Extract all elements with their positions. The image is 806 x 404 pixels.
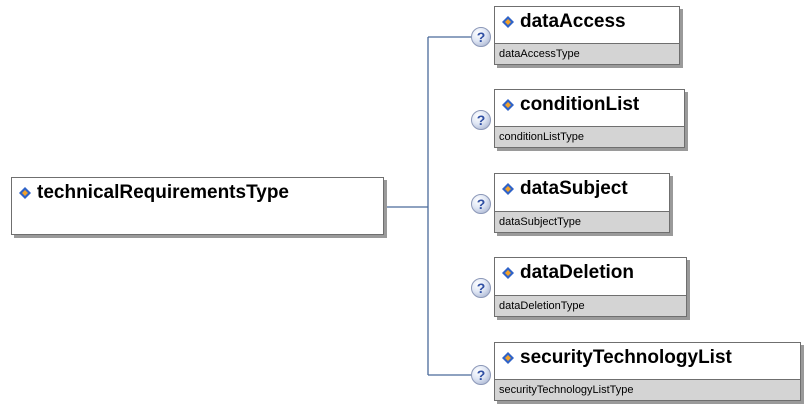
element-type-label: dataSubjectType xyxy=(495,211,669,232)
root-type-node[interactable]: technicalRequirementsType xyxy=(11,177,384,235)
element-name: securityTechnologyList xyxy=(520,346,732,368)
element-type-label: securityTechnologyListType xyxy=(495,379,800,400)
diamond-element-icon xyxy=(502,351,514,364)
diamond-element-icon xyxy=(502,182,514,195)
question-icon[interactable]: ? xyxy=(471,194,491,214)
question-icon[interactable]: ? xyxy=(471,27,491,47)
diamond-element-icon xyxy=(19,186,31,199)
question-icon[interactable]: ? xyxy=(471,365,491,385)
diamond-element-icon xyxy=(502,98,514,111)
diamond-element-icon xyxy=(502,266,514,279)
element-node-conditionList[interactable]: conditionList conditionListType xyxy=(494,89,685,148)
element-type-label: conditionListType xyxy=(495,126,684,147)
element-type-label: dataAccessType xyxy=(495,43,679,64)
element-node-dataSubject[interactable]: dataSubject dataSubjectType xyxy=(494,173,670,233)
element-name: dataDeletion xyxy=(520,261,635,283)
element-name: conditionList xyxy=(520,93,640,115)
element-name: dataAccess xyxy=(520,10,626,32)
question-icon[interactable]: ? xyxy=(471,278,491,298)
element-node-securityTechnologyList[interactable]: securityTechnologyList securityTechnolog… xyxy=(494,342,801,401)
question-icon[interactable]: ? xyxy=(471,110,491,130)
root-type-name: technicalRequirementsType xyxy=(37,181,290,203)
element-node-dataDeletion[interactable]: dataDeletion dataDeletionType xyxy=(494,257,687,317)
element-name: dataSubject xyxy=(520,177,628,199)
element-type-label: dataDeletionType xyxy=(495,295,686,316)
diamond-element-icon xyxy=(502,15,514,28)
element-node-dataAccess[interactable]: dataAccess dataAccessType xyxy=(494,6,680,65)
